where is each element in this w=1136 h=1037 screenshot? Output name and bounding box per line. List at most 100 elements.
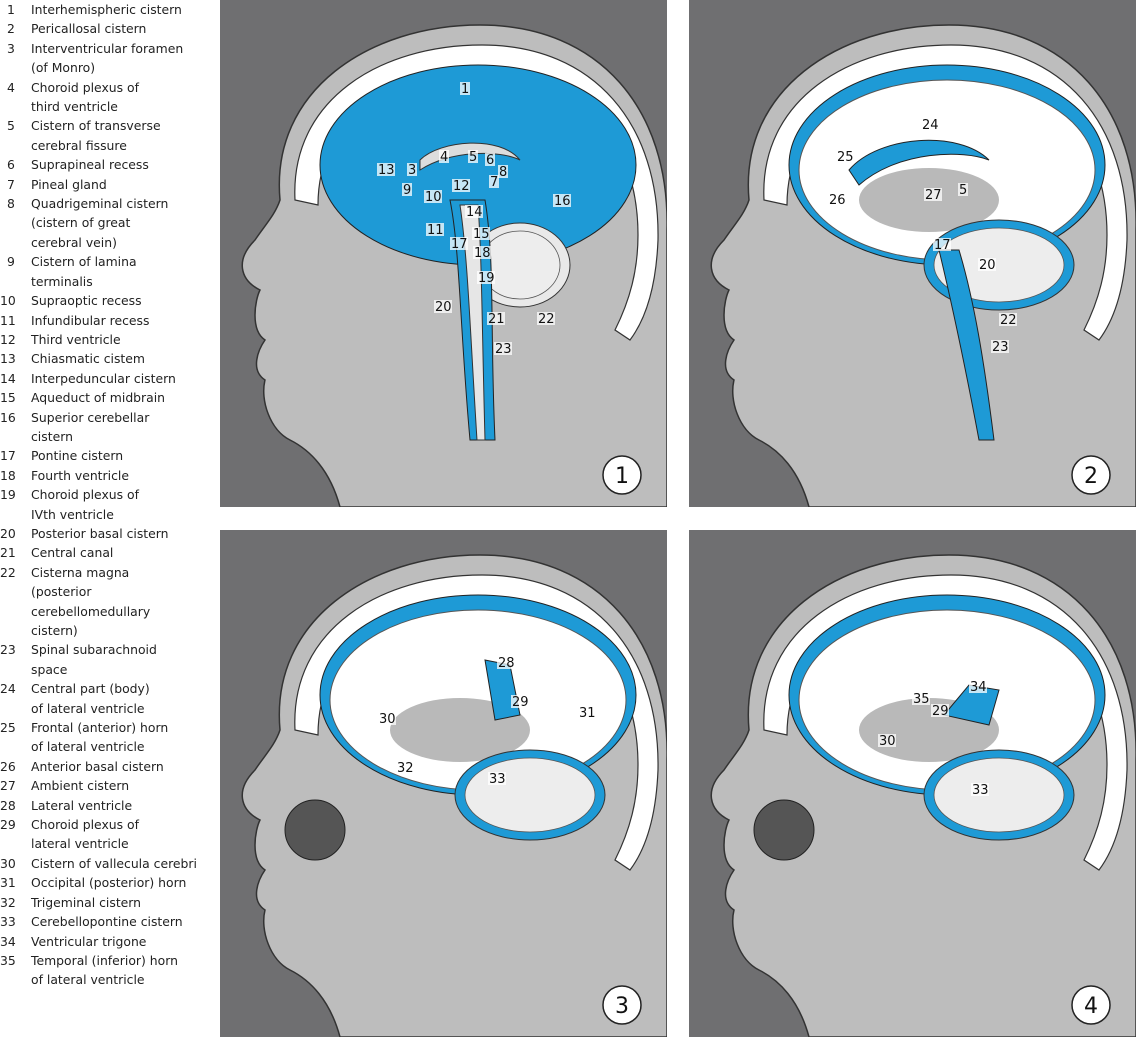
legend-item: of lateral ventricle [0,737,215,756]
legend-label: Third ventricle [31,331,121,347]
legend-item: terminalis [0,272,215,291]
legend-number: 12 [0,331,16,347]
callout-label: 13 [378,163,395,178]
panel-number: 1 [615,464,629,489]
legend-number: 34 [0,933,16,949]
legend-label: Quadrigeminal cistern [31,196,169,212]
legend-item: of lateral ventricle [0,970,215,989]
callout-label: 29 [512,695,529,710]
callout-label: 14 [466,205,483,220]
legend-number: 9 [7,254,15,270]
legend-number: 13 [0,351,16,367]
legend-number: 10 [0,293,16,309]
legend-number: 15 [0,390,16,406]
legend-number [0,427,31,446]
callout-label: 9 [403,183,411,198]
callout-bg [578,706,596,719]
callout-label: 34 [970,680,987,695]
legend-item: of lateral ventricle [0,699,215,718]
callout-label: 24 [922,118,939,133]
legend-label: Occipital (posterior) horn [31,875,187,891]
legend-label: Suprapineal recess [31,157,149,173]
legend-label: Chiasmatic cistem [31,351,145,367]
legend-label: Cistern of lamina [31,254,137,270]
callout-bg [402,183,412,196]
callout-label: 16 [554,194,571,209]
legend-label: Trigeminal cistern [31,894,142,910]
callout-label: 1 [461,82,469,97]
callout-label: 22 [1000,313,1017,328]
legend-label: Central canal [31,545,114,561]
callout-bg [434,300,452,313]
legend-label: Aqueduct of midbrain [31,390,166,406]
callout-label: 8 [499,165,507,180]
legend-number [0,213,31,232]
legend-label: Posterior basal cistern [31,525,169,541]
legend-number [0,272,31,291]
legend-number: 28 [0,797,16,813]
legend-number [0,699,31,718]
callout-label: 31 [579,706,596,721]
callout-bg [477,271,495,284]
legend-item: space [0,660,215,679]
legend-label: space [31,661,68,677]
legend-item: cistern [0,427,215,446]
legend-item: 15 Aqueduct of midbrain [0,388,215,407]
callout-bg [488,772,506,785]
callout-label: 3 [408,163,416,178]
legend-number: 25 [0,720,16,736]
legend-number: 35 [0,952,16,968]
legend-label: Interpeduncular cistern [31,370,176,386]
callout-bg [924,188,942,201]
callout-bg [468,150,478,163]
legend-number: 19 [0,487,16,503]
legend-label: Pontine cistern [31,448,124,464]
callout-bg [377,163,395,176]
legend-label: Central part (body) [31,681,150,697]
legend-label: Cistern of vallecula cerebri [31,855,197,871]
callout-bg [489,175,499,188]
legend-label: Interventricular foramen [31,40,184,56]
legend-number: 22 [0,564,16,580]
legend-number: 11 [0,312,16,328]
callout-label: 6 [486,153,494,168]
legend-number: 16 [0,409,16,425]
legend-number: 5 [7,118,15,134]
legend-label: (posterior [31,584,92,600]
callout-bg [553,194,571,207]
callout-bg [452,179,470,192]
callout-bg [426,223,444,236]
legend-label: Spinal subarachnoid [31,642,157,658]
callout-bg [497,656,515,669]
callout-label: 17 [934,238,951,253]
legend-number: 3 [7,40,15,56]
callout-label: 22 [538,312,555,327]
callout-bg [450,237,468,250]
legend-item: 23 Spinal subarachnoid [0,640,215,659]
legend-number [0,505,31,524]
legend-number: 23 [0,642,16,658]
orbit [284,799,346,861]
callout-label: 33 [972,783,989,798]
legend-label: of lateral ventricle [31,972,145,988]
legend-label: cerebral vein) [31,234,117,250]
legend-label: Cisterna magna [31,564,130,580]
legend-number [0,602,31,621]
legend-number [0,233,31,252]
callout-label: 5 [959,183,967,198]
